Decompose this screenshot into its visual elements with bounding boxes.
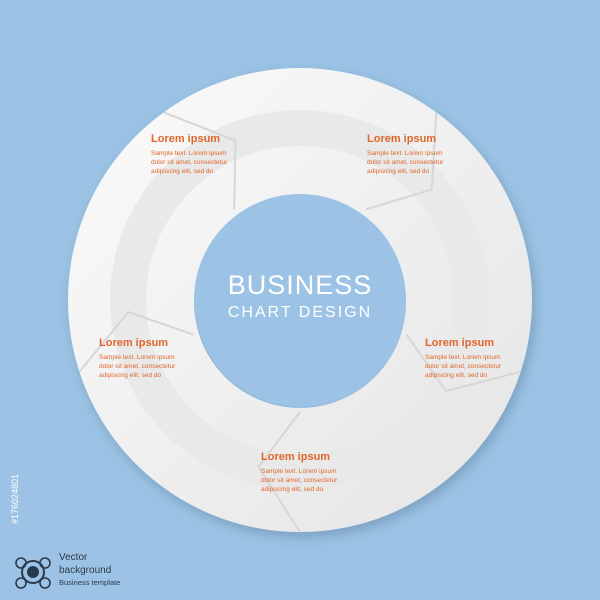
center-hole: [194, 194, 406, 406]
segment-title: Lorem ipsum: [99, 337, 169, 349]
segment-divider: [365, 112, 438, 211]
segment-title: Lorem ipsum: [425, 337, 495, 349]
segment-label-left: Lorem ipsum Sample text. Lorem ipsum dol…: [99, 337, 229, 380]
segment-text-line: adipiscing elit, sed do: [151, 168, 214, 175]
vector-tools-icon: [15, 557, 51, 589]
segment-text-line: Sample text. Lorem ipsum: [151, 150, 227, 157]
segment-text-line: Sample text. Lorem ipsum: [261, 468, 337, 475]
segment-label-top-right: Lorem ipsum Sample text. Lorem ipsum dol…: [367, 133, 497, 176]
segment-text-line: dolor sit amet, consectetur: [261, 477, 338, 484]
segment-text-line: dolor sit amet, consectetur: [99, 363, 176, 370]
segment-text-line: dolor sit amet, consectetur: [367, 159, 444, 166]
segment-text-line: adipiscing elit, sed do: [367, 168, 430, 175]
segment-text-line: adipiscing elit, sed do: [99, 372, 162, 379]
segment-text-line: adipiscing elit, sed do: [425, 372, 488, 379]
segment-text-line: Sample text. Lorem ipsum: [99, 354, 175, 361]
segment-label-top-left: Lorem ipsum Sample text. Lorem ipsum dol…: [151, 133, 281, 176]
segment-title: Lorem ipsum: [151, 133, 221, 145]
footer-line-3: Business template: [59, 578, 121, 587]
ring-groove: [110, 110, 490, 490]
segment-text-line: Sample text. Lorem ipsum: [367, 150, 443, 157]
segment-divider: [257, 411, 301, 533]
segment-text-line: dolor sit amet, consectetur: [425, 363, 502, 370]
segment-text-line: dolor sit amet, consectetur: [151, 159, 228, 166]
segment-divider: [163, 111, 237, 210]
segment-text-line: adipiscing elit, sed do: [261, 486, 324, 493]
segment-divider: [405, 334, 521, 393]
side-id-text: #176024801: [10, 473, 20, 525]
center-title: BUSINESS: [227, 270, 373, 300]
segment-title: Lorem ipsum: [367, 133, 437, 145]
segment-title: Lorem ipsum: [261, 451, 331, 463]
segment-label-bottom: Lorem ipsum Sample text. Lorem ipsum dol…: [261, 451, 391, 494]
segment-dividers: [78, 111, 521, 533]
footer-line-2: background: [59, 565, 112, 576]
segment-label-right: Lorem ipsum Sample text. Lorem ipsum dol…: [425, 337, 555, 380]
segment-divider: [78, 310, 194, 373]
footer-badge: Vector background Business template: [12, 550, 152, 592]
segment-text-line: Sample text. Lorem ipsum: [425, 354, 501, 361]
center-subtitle: CHART DESIGN: [227, 304, 373, 321]
footer-line-1: Vector: [59, 552, 88, 563]
